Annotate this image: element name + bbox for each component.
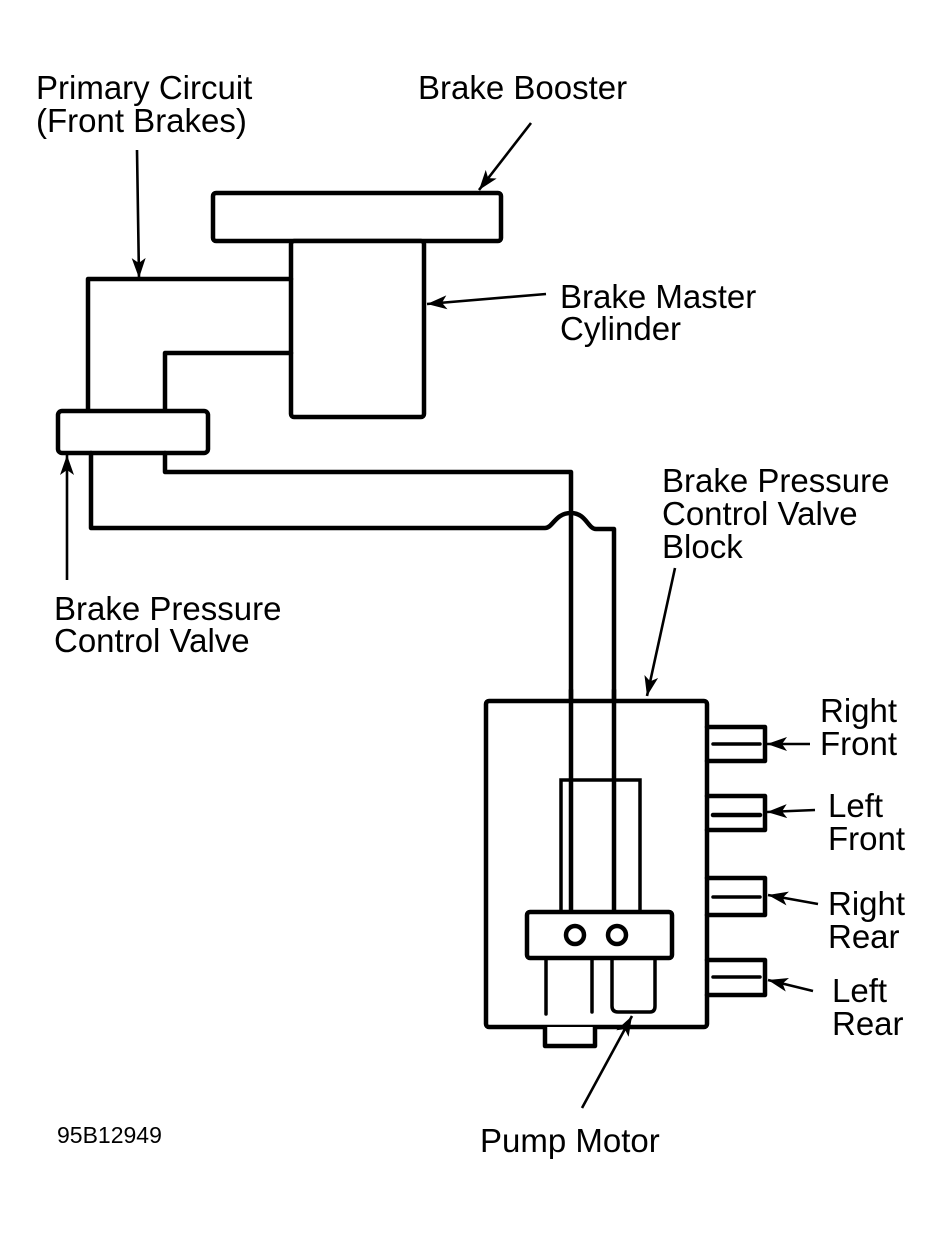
valve-manifold-bar	[524, 909, 675, 961]
label-line: Front	[828, 820, 905, 857]
brake-booster	[210, 190, 504, 244]
label-line: Control Valve	[54, 622, 250, 659]
valve-body	[559, 778, 642, 914]
figure-id: 95B12949	[57, 1122, 162, 1148]
label-left-front: Left Front	[828, 787, 905, 857]
valve-block-bottom-tab	[542, 1027, 598, 1049]
label-pump-motor: Pump Motor	[480, 1122, 660, 1159]
label-line: Brake Booster	[418, 69, 627, 106]
port-left-rear	[704, 957, 768, 998]
label-line: Cylinder	[560, 310, 681, 347]
valve-block-housing	[483, 698, 710, 1030]
arrow-left-front	[766, 804, 816, 819]
pump-motor	[610, 956, 657, 1014]
label-line: Control Valve	[662, 495, 858, 532]
label-primary-circuit: Primary Circuit (Front Brakes)	[36, 69, 252, 139]
primary-circuit-pipe	[85, 276, 294, 414]
label-line: Left	[832, 972, 887, 1009]
label-brake-pressure-control-valve: Brake Pressure Control Valve	[54, 590, 281, 659]
arrow-primary-circuit	[131, 149, 146, 279]
port-fitting-b	[605, 923, 629, 947]
label-brake-pressure-control-valve-block: Brake Pressure Control Valve Block	[662, 462, 889, 565]
label-line: Brake Pressure	[54, 590, 281, 627]
label-line: Front	[820, 725, 897, 762]
label-line: Pump Motor	[480, 1122, 660, 1159]
label-line: (Front Brakes)	[36, 102, 247, 139]
brake-pressure-control-valve	[55, 408, 211, 456]
label-line: Rear	[828, 918, 900, 955]
arrow-right-rear	[767, 891, 819, 906]
rear-brake-line-b-with-crossover	[88, 450, 617, 929]
arrow-brake-booster	[477, 122, 533, 191]
label-line: Right	[820, 692, 897, 729]
label-right-rear: Right Rear	[828, 885, 905, 955]
port-right-rear	[704, 875, 768, 918]
label-brake-master-cylinder: Brake Master Cylinder	[560, 278, 756, 347]
label-line: Rear	[832, 1005, 904, 1042]
arrow-valve-block	[644, 567, 677, 697]
port-fitting-a	[563, 923, 587, 947]
label-line: Right	[828, 885, 905, 922]
label-line: Block	[662, 528, 743, 565]
brake-master-cylinder	[288, 238, 427, 420]
label-line: Primary Circuit	[36, 69, 252, 106]
secondary-circuit-pipe	[162, 350, 294, 414]
label-line: Brake Pressure	[662, 462, 889, 499]
port-left-front	[704, 793, 768, 833]
label-line: Left	[828, 787, 883, 824]
label-brake-booster: Brake Booster	[418, 69, 627, 106]
arrow-brake-master-cylinder	[426, 292, 547, 310]
label-line: Brake Master	[560, 278, 756, 315]
port-right-front	[704, 724, 768, 764]
arrow-pump-motor	[580, 1015, 634, 1109]
arrow-left-rear	[767, 977, 814, 993]
label-left-rear: Left Rear	[832, 972, 904, 1042]
label-right-front: Right Front	[820, 692, 897, 762]
